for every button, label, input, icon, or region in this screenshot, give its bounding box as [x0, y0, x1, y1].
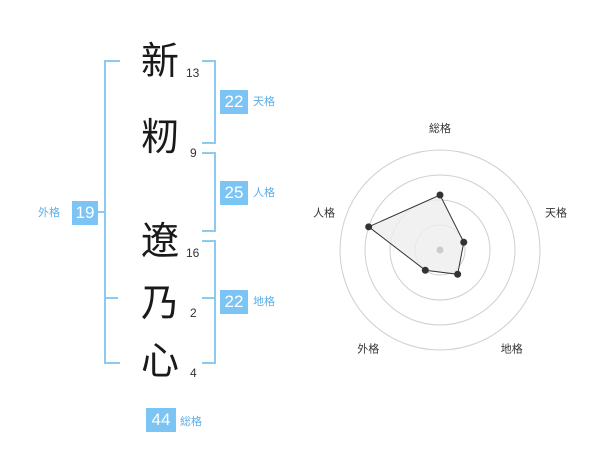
name-char-1: 新 [140, 39, 179, 83]
radar-axis-label: 地格 [501, 342, 523, 356]
radar-points [365, 191, 468, 278]
radar-point-1 [460, 238, 468, 246]
radar-point-4 [365, 223, 373, 231]
chikaku-bracket [202, 240, 216, 364]
name-char-2: 籾 [140, 115, 179, 159]
gaikaku-bracket [104, 60, 120, 364]
chikaku-value-badge: 22 [220, 290, 248, 314]
name-char-4: 乃 [140, 281, 179, 325]
jinkaku-label: 人格 [253, 186, 275, 199]
radar-axis-label: 人格 [313, 205, 335, 219]
stroke-count-4: 2 [190, 306, 197, 320]
name-char-3: 遼 [140, 219, 179, 263]
soukaku-value-badge: 44 [146, 408, 176, 432]
tenkaku-value-badge: 22 [220, 90, 248, 114]
jinkaku-bracket [202, 152, 216, 232]
radar-ring [339, 149, 541, 351]
stroke-count-2: 9 [190, 146, 197, 160]
radar-ring [364, 174, 516, 326]
radar-data-polygon [367, 194, 465, 275]
soukaku-label: 総格 [180, 415, 202, 428]
gaikaku-bracket-tick [104, 297, 118, 299]
radar-point-3 [421, 266, 429, 274]
radar-axis-label: 外格 [357, 342, 379, 356]
tenkaku-label: 天格 [253, 95, 275, 108]
chikaku-bracket-tick [202, 297, 214, 299]
stroke-count-5: 4 [190, 366, 197, 380]
jinkaku-value-badge: 25 [220, 181, 248, 205]
stroke-count-1: 13 [186, 66, 200, 80]
tenkaku-bracket [202, 60, 216, 144]
radar-center-dot [436, 246, 444, 254]
radar-axis-label: 天格 [545, 205, 567, 219]
radar-axis-label: 総格 [429, 121, 451, 135]
name-char-5: 心 [140, 339, 179, 383]
radar-point-0 [436, 191, 444, 199]
radar-point-2 [454, 270, 462, 278]
chikaku-label: 地格 [253, 295, 275, 308]
gaikaku-value-badge: 19 [72, 201, 98, 225]
gaikaku-label: 外格 [38, 206, 60, 219]
stroke-count-3: 16 [186, 246, 200, 260]
